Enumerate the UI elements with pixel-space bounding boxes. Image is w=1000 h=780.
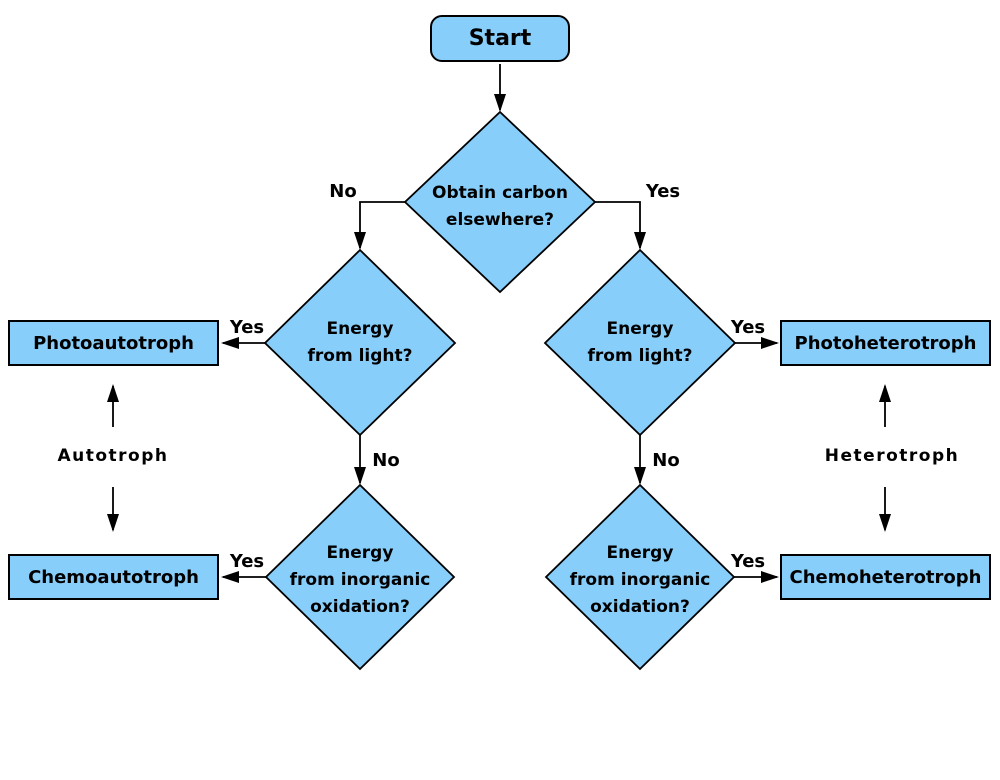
decision-energy-light-right-diamond — [543, 248, 737, 437]
result-chemoheterotroph: Chemoheterotroph — [780, 554, 991, 600]
connector-carbon-yes-to-light-right — [595, 201, 646, 250]
branch-label-no-left-down: No — [372, 449, 400, 471]
decision-inorganic-oxidation-right-label: Energy from inorganic oxidation? — [569, 543, 711, 617]
branch-label-yes-chemoautotroph: Yes — [229, 550, 265, 572]
group-label-autotroph: Autotroph — [57, 446, 169, 466]
result-photoautotroph: Photoautotroph — [8, 320, 219, 366]
decision-inorganic-oxidation-left-label: Energy from inorganic oxidation? — [289, 543, 431, 617]
decision-energy-light-left-diamond — [263, 248, 457, 437]
branch-label-yes-photoheterotroph: Yes — [730, 316, 766, 338]
decision-energy-light-left-label: Energy from light? — [307, 319, 413, 366]
branch-label-yes-top-right: Yes — [645, 180, 681, 202]
decision-obtain-carbon-label: Obtain carbon elsewhere? — [432, 183, 568, 230]
decision-inorganic-oxidation-left-diamond — [264, 483, 456, 671]
result-chemoautotroph: Chemoautotroph — [8, 554, 219, 600]
branch-label-no-right-down: No — [652, 449, 680, 471]
branch-label-yes-photoautotroph: Yes — [229, 316, 265, 338]
start-node: Start — [430, 15, 570, 62]
result-photoheterotroph: Photoheterotroph — [780, 320, 991, 366]
group-label-heterotroph: Heterotroph — [824, 446, 960, 466]
connector-carbon-no-to-light-left — [354, 201, 405, 250]
decision-energy-light-right-label: Energy from light? — [587, 319, 693, 366]
branch-label-yes-chemoheterotroph: Yes — [730, 550, 766, 572]
decision-inorganic-oxidation-right-diamond — [544, 483, 736, 671]
decision-obtain-carbon-diamond — [403, 110, 597, 294]
branch-label-no-top-left: No — [329, 180, 357, 202]
